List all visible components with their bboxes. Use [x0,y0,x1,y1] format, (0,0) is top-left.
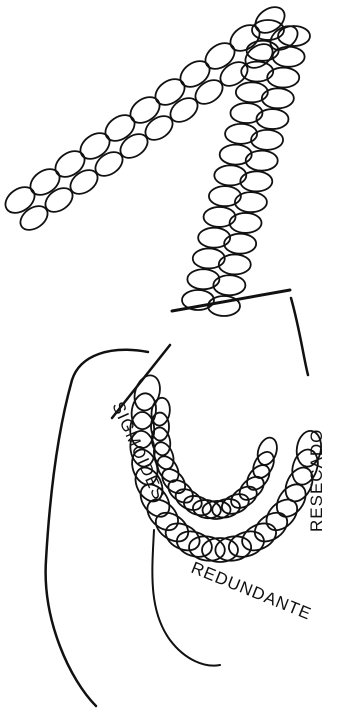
haustra-fold [241,62,273,82]
label-redundante: REDUNDANTE [189,558,315,624]
haustra-fold [240,171,272,191]
haustra-fold [16,201,52,235]
haustra-fold [101,110,140,146]
haustra-fold [256,109,288,129]
resected-bracket-line [291,298,308,375]
haustra-fold [187,269,219,289]
haustra-fold [246,151,278,171]
haustra-fold [273,47,305,67]
haustra-fold [141,111,177,145]
haustra-fold [227,482,260,512]
haustra-fold [204,207,236,227]
haustra-fold [66,165,102,199]
haustra-fold [91,147,127,181]
haustra-fold [225,124,257,144]
haustra-fold [174,527,216,561]
haustra-fold [181,493,213,519]
haustra-fold [262,88,294,108]
haustra-fold [198,228,230,248]
haustra-fold [267,68,299,88]
haustra-fold [249,507,292,548]
haustra-fold [219,254,251,274]
mesentery-outline-left [46,350,148,706]
haustra-fold [191,75,227,109]
haustra-fold [236,82,268,102]
descending-colon-segment [182,20,310,316]
haustra-fold [41,183,77,217]
haustra-fold [166,93,202,127]
haustra-fold [214,165,246,185]
haustra-fold [150,507,193,548]
haustra-fold [76,128,115,164]
haustra-fold [151,74,190,110]
haustra-fold [1,182,40,218]
haustra-fold [51,146,90,182]
label-sigmoides: SIGMOIDES [108,399,168,503]
haustra-fold [230,213,262,233]
resection-line [172,290,290,311]
haustra-fold [26,164,65,200]
haustra-fold [201,38,240,74]
haustra-fold [126,92,165,128]
haustra-fold [116,129,152,163]
haustra-fold [193,248,225,268]
haustra-fold [251,130,283,150]
label-resecado: RESECADO [307,429,326,532]
haustra-fold [216,57,252,91]
haustra-fold [213,275,245,295]
haustra-fold [220,145,252,165]
haustra-fold [224,234,256,254]
haustra-fold [209,186,241,206]
haustra-fold [230,103,262,123]
haustra-fold [235,192,267,212]
haustra-fold [176,56,215,92]
